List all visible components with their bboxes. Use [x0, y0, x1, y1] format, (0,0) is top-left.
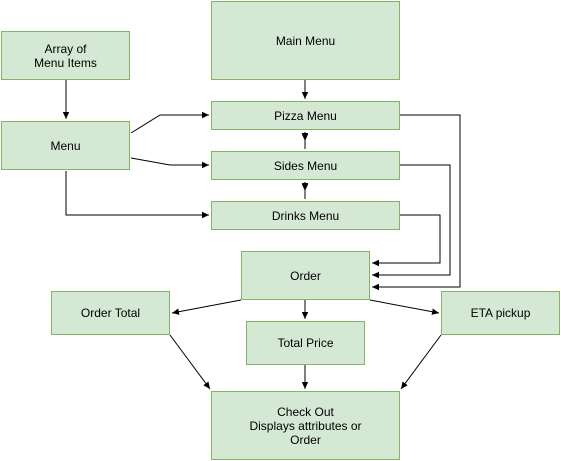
edge-pizza-to-order [372, 114, 461, 291]
node-eta-pickup: ETA pickup [441, 291, 560, 335]
edge-menu-to-sides [130, 157, 209, 169]
node-total-price: Total Price [246, 321, 365, 365]
edge-drinks-to-order [372, 214, 441, 267]
node-sides-menu: Sides Menu [211, 151, 400, 180]
node-order: Order [241, 251, 370, 300]
edge-order-to-order-total [171, 299, 242, 315]
node-drinks-menu: Drinks Menu [211, 201, 400, 230]
edge-menu-to-drinks [65, 171, 209, 219]
node-menu: Menu [1, 121, 130, 170]
node-order-total: Order Total [51, 291, 170, 335]
node-array-of-menu-items: Array of Menu Items [1, 31, 130, 80]
edge-order-total-to-checkout [169, 334, 211, 390]
edge-sides-to-order [372, 164, 451, 279]
edge-menu-to-pizza [130, 111, 209, 134]
node-pizza-menu: Pizza Menu [211, 101, 400, 130]
edge-eta-to-checkout [400, 334, 442, 390]
node-check-out: Check Out Displays attributes or Order [211, 391, 400, 460]
edge-order-to-eta [369, 299, 440, 315]
node-main-menu: Main Menu [211, 1, 400, 80]
